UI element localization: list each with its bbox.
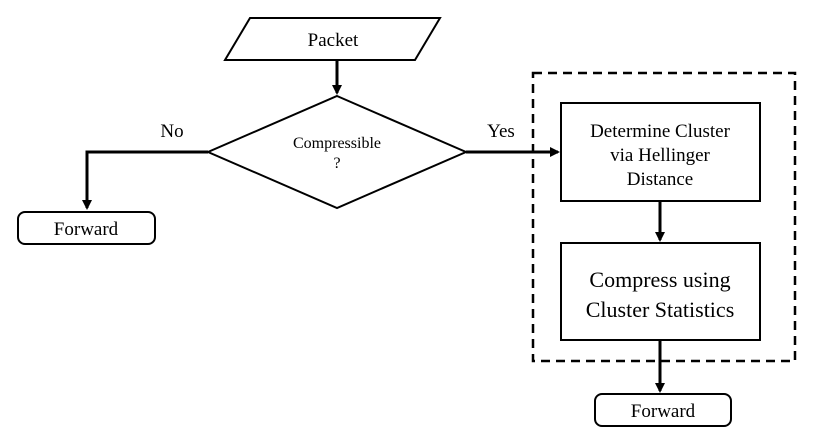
dashed-group-box — [531, 71, 797, 363]
arrow-no-branch — [82, 150, 208, 210]
forward-left-label: Forward — [54, 219, 119, 240]
yes-label: Yes — [487, 121, 515, 142]
no-label: No — [160, 121, 183, 142]
decision-node — [205, 94, 469, 210]
determine-label-line3: Distance — [627, 169, 693, 190]
determine-label-line2: via Hellinger — [610, 145, 710, 166]
forward-left-node — [17, 211, 156, 245]
compress-node — [560, 242, 761, 341]
decision-label-line1: Compressible — [293, 135, 381, 152]
determine-label-line1: Determine Cluster — [590, 121, 730, 142]
packet-node — [223, 17, 442, 61]
forward-bottom-label: Forward — [631, 401, 696, 422]
forward-bottom-node — [594, 393, 732, 427]
decision-label-line2: ? — [333, 155, 340, 172]
compress-label-line1: Compress using — [589, 267, 730, 292]
compress-label-line2: Cluster Statistics — [586, 297, 735, 322]
packet-label: Packet — [308, 30, 359, 51]
